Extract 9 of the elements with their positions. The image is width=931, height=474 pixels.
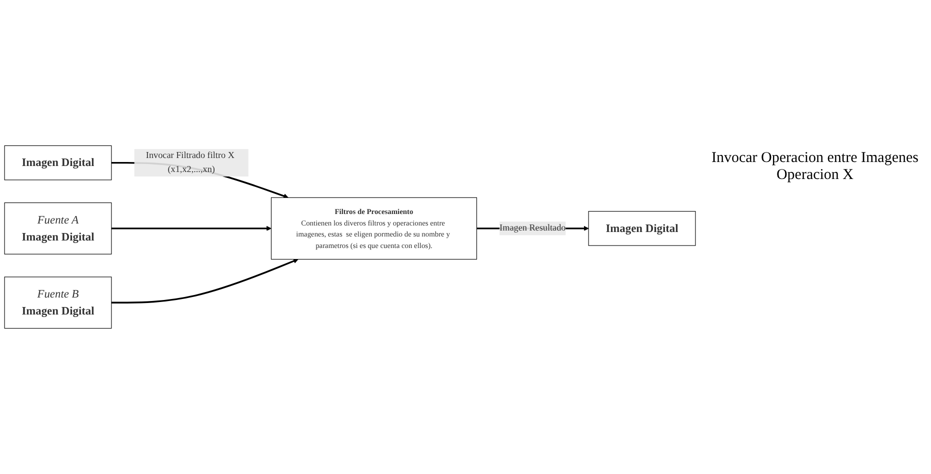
node-box: Fuente A Imagen Digital (4, 202, 112, 254)
note-text: Invocar Operacion entre Imagenes Operacion X (710, 150, 920, 184)
arrow (111, 226, 272, 231)
node-box: Imagen Digital (588, 211, 696, 246)
arrow (111, 258, 298, 304)
node-box: Fuente B Imagen Digital (4, 276, 112, 329)
edge-label: Invocar Filtrado filtro X (x1,x2,...,xn) (146, 150, 234, 174)
node-box: Imagen Digital (4, 145, 112, 180)
edge-label: Imagen Resultado (500, 223, 566, 234)
